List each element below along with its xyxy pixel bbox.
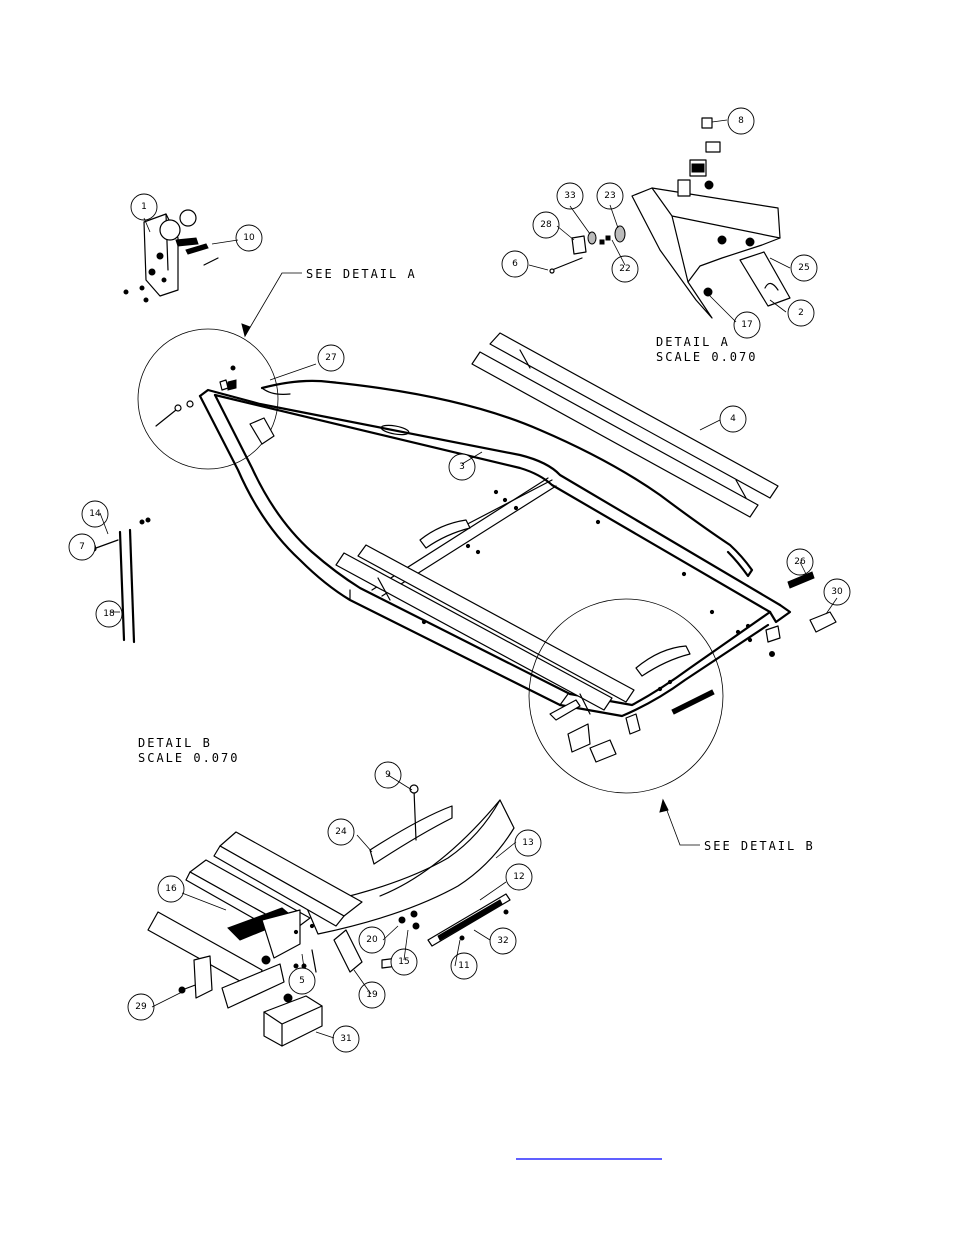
detail-b-circle: [528, 598, 724, 794]
balloon-label: 24: [335, 827, 347, 837]
balloon-14: 14: [81, 500, 109, 528]
balloon-label: 17: [741, 320, 752, 330]
balloon-label: 28: [540, 220, 552, 230]
spring-26: [787, 571, 815, 589]
roller-bracket: [419, 519, 471, 549]
balloon-16: 16: [157, 875, 185, 903]
balloon-17: 17: [733, 311, 761, 339]
balloon-7: 7: [68, 533, 96, 561]
balloon-label: 20: [366, 935, 378, 945]
balloon-33: 33: [556, 182, 584, 210]
detail-a-scale: SCALE 0.070: [656, 350, 757, 364]
block-30: [809, 611, 837, 633]
balloon-6: 6: [501, 250, 529, 278]
balloon-label: 30: [831, 587, 843, 597]
balloon-label: 23: [604, 191, 615, 201]
balloon-8: 8: [727, 107, 755, 135]
bunk-board-lower: [335, 544, 635, 715]
balloon-24: 24: [327, 818, 355, 846]
strap-assembly: [91, 517, 151, 644]
see-detail-a-label: SEE DETAIL A: [306, 267, 417, 281]
balloon-label: 6: [512, 259, 518, 269]
balloon-30: 30: [823, 578, 851, 606]
balloon-13: 13: [514, 829, 542, 857]
balloon-12: 12: [505, 863, 533, 891]
balloon-label: 2: [798, 308, 804, 318]
balloon-19: 19: [358, 981, 386, 1009]
balloon-31: 31: [332, 1025, 360, 1053]
balloon-20: 20: [358, 926, 386, 954]
winch-assembly: [123, 209, 219, 303]
balloon-label: 12: [513, 872, 524, 882]
balloon-label: 27: [325, 353, 336, 363]
see-detail-b-label: SEE DETAIL B: [704, 839, 815, 853]
balloon-label: 8: [738, 116, 744, 126]
balloon-5: 5: [288, 967, 316, 995]
balloon-label: 11: [458, 961, 469, 971]
balloon-3: 3: [448, 453, 476, 481]
balloon-11: 11: [450, 952, 478, 980]
balloon-27: 27: [317, 344, 345, 372]
detail-a-circle: [137, 328, 279, 470]
balloon-label: 31: [340, 1034, 351, 1044]
balloon-label: 13: [522, 838, 533, 848]
balloon-label: 19: [366, 990, 378, 1000]
detail-a-inset-parts: [155, 365, 275, 445]
balloon-22: 22: [611, 255, 639, 283]
balloon-label: 1: [141, 202, 147, 212]
main-frame: [198, 388, 792, 718]
balloon-23: 23: [596, 182, 624, 210]
balloon-28: 28: [532, 211, 560, 239]
balloon-label: 10: [243, 233, 255, 243]
detail-a-title: DETAIL A: [656, 335, 730, 349]
detail-b-title: DETAIL B: [138, 736, 212, 750]
balloon-10: 10: [235, 224, 263, 252]
balloon-label: 16: [165, 884, 177, 894]
balloon-label: 29: [135, 1002, 147, 1012]
balloon-label: 32: [497, 936, 508, 946]
detail-b-assembly: [147, 784, 515, 1047]
roller-bracket-rear: [635, 645, 691, 677]
detail-a-assembly: [549, 117, 791, 319]
balloon-label: 7: [79, 542, 85, 552]
balloon-25: 25: [790, 254, 818, 282]
balloon-label: 33: [564, 191, 575, 201]
balloon-label: 15: [398, 957, 409, 967]
balloon-label: 22: [619, 264, 630, 274]
bunk-board-upper: [471, 332, 779, 518]
balloon-2: 2: [787, 299, 815, 327]
balloon-label: 14: [89, 509, 101, 519]
balloon-15: 15: [390, 948, 418, 976]
balloon-label: 3: [459, 462, 465, 472]
balloon-1: 1: [130, 193, 158, 221]
balloon-18: 18: [95, 600, 123, 628]
balloon-label: 18: [103, 609, 115, 619]
balloon-leaders: [94, 119, 838, 1039]
balloon-label: 25: [798, 263, 809, 273]
balloon-label: 4: [730, 414, 736, 424]
balloon-29: 29: [127, 993, 155, 1021]
fender-cover: [260, 379, 754, 578]
detail-b-scale: SCALE 0.070: [138, 751, 239, 765]
balloon-label: 5: [299, 976, 305, 986]
balloon-32: 32: [489, 927, 517, 955]
balloon-4: 4: [719, 405, 747, 433]
